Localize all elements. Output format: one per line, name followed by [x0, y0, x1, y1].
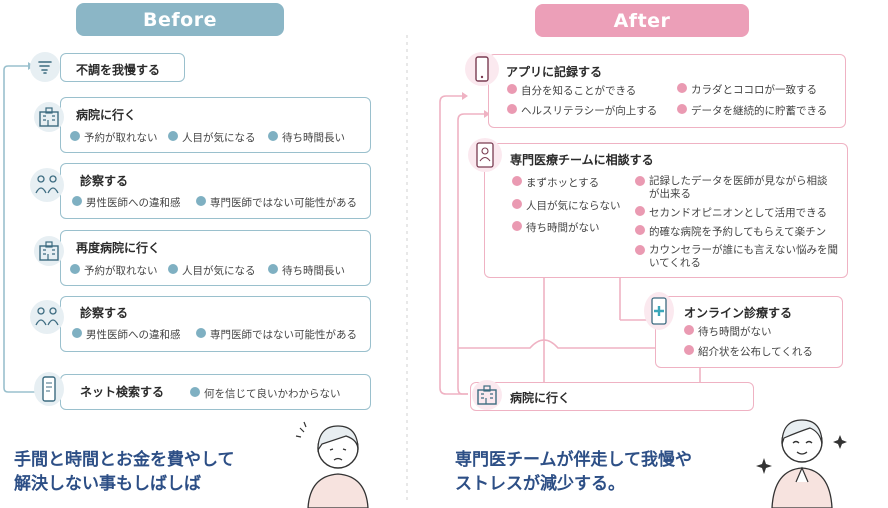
- step-title: 不調を我慢する: [76, 63, 161, 77]
- step-consult-again: [60, 296, 371, 352]
- benefit-item: 的確な病院を予約してもらえて楽チン: [635, 224, 826, 239]
- benefit-item: まずホッとする: [512, 175, 599, 190]
- step-title: 専門医療チームに相談する: [510, 153, 654, 167]
- smartphone-icon: [465, 52, 499, 86]
- step-endure: [60, 53, 185, 82]
- issue-item: 何を信じて良いかわからない: [190, 386, 341, 401]
- step-title: アプリに記録する: [506, 65, 603, 79]
- consultation-icon: [30, 300, 64, 334]
- after-caption-line2: ストレスが減少する。: [455, 474, 625, 494]
- benefit-item: 待ち時間がない: [684, 324, 772, 339]
- benefit-item: ヘルスリテラシーが向上する: [507, 103, 657, 118]
- benefit-item: 自分を知ることができる: [507, 83, 636, 98]
- step-title: 再度病院に行く: [76, 241, 161, 255]
- before-header: Before: [76, 3, 284, 36]
- step-revisit-hospital: [60, 230, 371, 286]
- step-title: 病院に行く: [510, 391, 571, 405]
- step-medical-team: [484, 143, 848, 278]
- benefit-item: 紹介状を公布してくれる: [684, 344, 813, 359]
- issue-item: 男性医師への違和感: [72, 195, 181, 210]
- issue-item: 待ち時間長い: [268, 263, 345, 278]
- medical-phone-icon: [644, 292, 674, 330]
- step-app-record: [488, 54, 846, 128]
- issue-item: 人目が気になる: [168, 130, 256, 145]
- after-caption-line1: 専門医チームが伴走して我慢や: [455, 450, 692, 470]
- before-caption-line2: 解決しない事もしばしば: [14, 474, 201, 494]
- benefit-item: カウンセラーが誰にも言えない悩みを聞いてくれる: [635, 244, 840, 270]
- step-hospital: [60, 97, 371, 153]
- benefit-item: 待ち時間がない: [512, 220, 600, 235]
- hospital-icon: [472, 380, 502, 410]
- step-title: オンライン診療する: [684, 306, 793, 320]
- step-web-search: [60, 374, 371, 410]
- issue-item: 待ち時間長い: [268, 130, 345, 145]
- consultation-icon: [30, 168, 64, 202]
- hospital-icon: [34, 236, 64, 266]
- benefit-item: カラダとココロが一致する: [677, 82, 817, 97]
- step-title: ネット検索する: [80, 385, 165, 399]
- smartphone-icon: [34, 372, 64, 406]
- step-title: 診察する: [80, 306, 129, 320]
- before-caption-line1: 手間と時間とお金を費やして: [14, 450, 235, 470]
- after-header: After: [535, 4, 749, 37]
- benefit-item: 人目が気にならない: [512, 198, 621, 213]
- storm-icon: [30, 52, 60, 82]
- issue-item: 人目が気になる: [168, 263, 256, 278]
- issue-item: 専門医師ではない可能性がある: [196, 327, 357, 342]
- worried-person-illustration: [295, 421, 369, 508]
- step-go-hospital: [470, 382, 754, 411]
- step-title: 診察する: [80, 174, 129, 188]
- issue-item: 男性医師への違和感: [72, 327, 181, 342]
- benefit-item: セカンドオピニオンとして活用できる: [635, 205, 827, 220]
- benefit-item: データを継続的に貯蓄できる: [677, 103, 827, 118]
- happy-person-illustration: [756, 419, 847, 508]
- hospital-icon: [34, 102, 64, 132]
- doctor-tablet-icon: [468, 138, 502, 172]
- step-title: 病院に行く: [76, 108, 137, 122]
- issue-item: 予約が取れない: [70, 130, 158, 145]
- benefit-item: 記録したデータを医師が見ながら相談が出来る: [635, 175, 835, 201]
- issue-item: 予約が取れない: [70, 263, 158, 278]
- issue-item: 専門医師ではない可能性がある: [196, 195, 357, 210]
